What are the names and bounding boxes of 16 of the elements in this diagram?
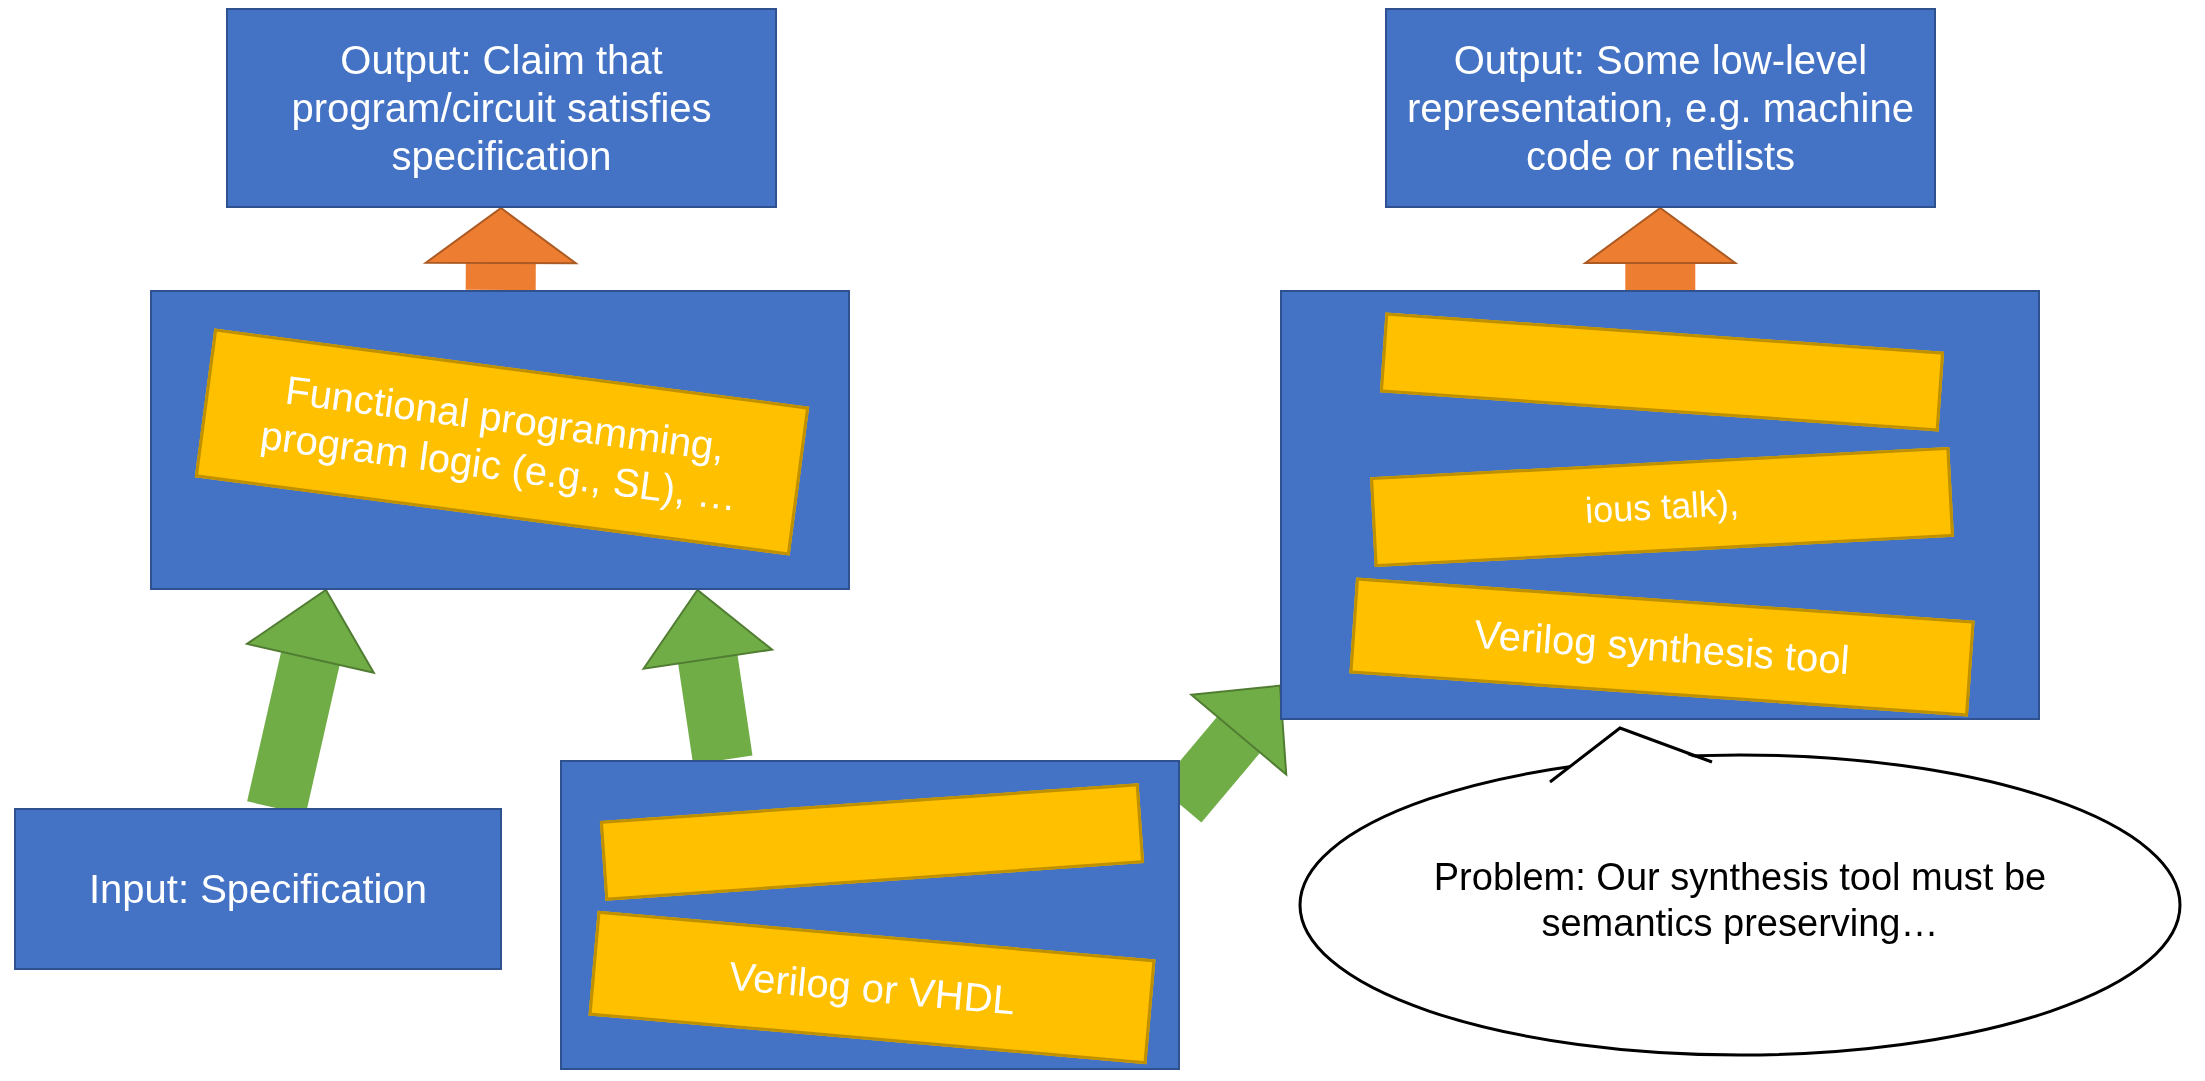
process-box: [226, 8, 777, 208]
process-box: [1280, 290, 2040, 720]
note-text: Verilog synthesis tool: [1472, 610, 1852, 685]
box-label: Output: Some low-level representation, e.g. machine code or netlists: [1406, 37, 1915, 180]
block-arrow: [424, 207, 577, 291]
note-text: ious talk),: [1583, 481, 1741, 534]
process-box: [560, 760, 1180, 1070]
box-label: Output: Claim that program/circuit satisfies specification: [290, 37, 713, 180]
process-box: [150, 290, 850, 590]
box-label: Input: Specification: [88, 866, 428, 913]
block-arrow: [1584, 207, 1737, 290]
callout-text: Problem: Our synthesis tool must be semantics preserving…: [1432, 855, 2048, 946]
process-box: [14, 808, 502, 970]
process-box: [1385, 8, 1936, 208]
note-text: Functional programming, program logic (e.g., SL), …: [256, 366, 741, 521]
note-text: Verilog or VHDL: [726, 951, 1018, 1024]
